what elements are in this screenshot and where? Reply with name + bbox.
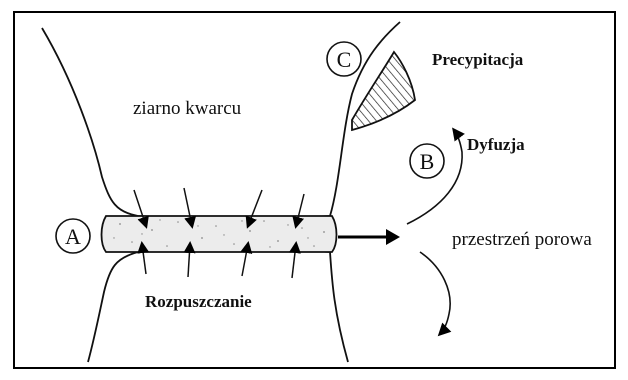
diagram-frame: A B C ziarno kwarcu Precypitacja Dyfuzja… bbox=[13, 11, 616, 369]
marker-b: B bbox=[410, 144, 444, 178]
pressure-solution-diagram: A B C ziarno kwarcu Precypitacja Dyfuzja… bbox=[15, 13, 616, 369]
diffusion-arrow-lower bbox=[420, 252, 450, 334]
grain-contact-zone bbox=[102, 216, 337, 252]
precipitation-label: Precypitacja bbox=[432, 50, 524, 69]
svg-text:A: A bbox=[65, 224, 81, 249]
svg-text:B: B bbox=[420, 149, 435, 174]
lower-grain-right-outline bbox=[330, 252, 348, 362]
precipitation-overgrowth bbox=[352, 52, 415, 130]
grain-label: ziarno kwarcu bbox=[133, 98, 242, 119]
marker-a: A bbox=[56, 219, 90, 253]
marker-c: C bbox=[327, 42, 361, 76]
svg-text:C: C bbox=[337, 47, 352, 72]
upper-grain-left-outline bbox=[42, 28, 138, 216]
outflow-arrow-head bbox=[386, 229, 400, 245]
dissolution-label: Rozpuszczanie bbox=[145, 292, 252, 311]
pore-space-label: przestrzeń porowa bbox=[452, 229, 592, 250]
lower-grain-left-outline bbox=[88, 252, 138, 362]
diffusion-label: Dyfuzja bbox=[467, 135, 525, 154]
